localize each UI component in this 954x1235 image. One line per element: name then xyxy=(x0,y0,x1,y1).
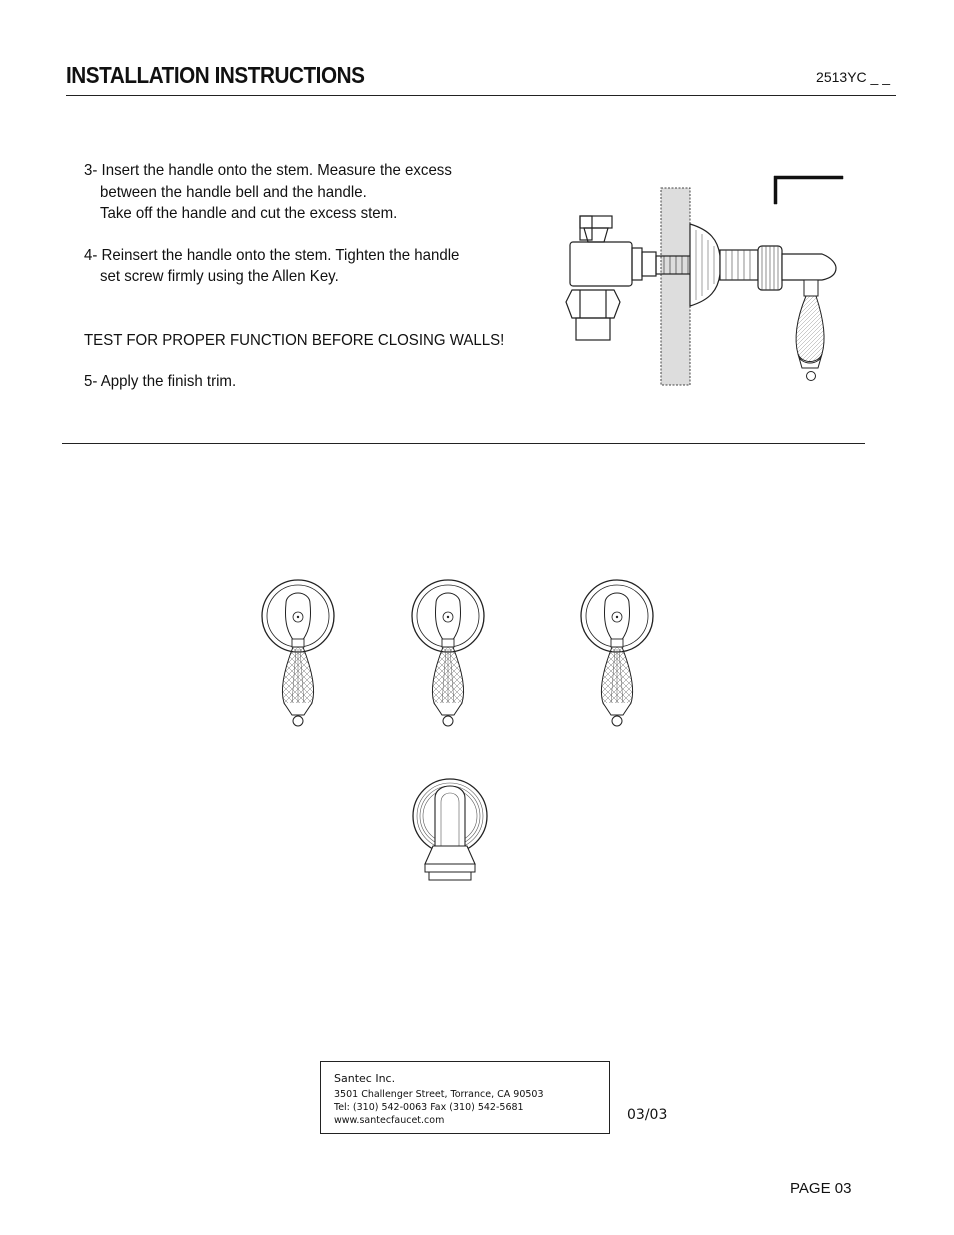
step-3-line-3: Take off the handle and cut the excess s… xyxy=(99,205,398,222)
function-test-warning: TEST FOR PROPER FUNCTION BEFORE CLOSING … xyxy=(84,331,505,349)
model-number: 2513YC _ _ xyxy=(816,69,890,85)
step-4-line-1: 4- Reinsert the handle onto the stem. Ti… xyxy=(84,246,460,264)
page-title: INSTALLATION INSTRUCTIONS xyxy=(66,62,365,88)
handle-left xyxy=(261,579,335,727)
company-name: Santec Inc. xyxy=(334,1072,396,1085)
company-website[interactable]: www.santecfaucet.com xyxy=(334,1115,445,1126)
page-number: PAGE 03 xyxy=(790,1180,852,1197)
step-3-line-1: 3- Insert the handle onto the stem. Meas… xyxy=(84,162,452,179)
step-4: 4- Reinsert the handle onto the stem. Ti… xyxy=(84,245,526,288)
spout-front-view xyxy=(412,778,488,881)
handle-center xyxy=(411,579,485,727)
step-3-line-2: between the handle bell and the handle. xyxy=(99,183,367,201)
handles-front-view xyxy=(261,579,654,727)
valve-side-view-diagram xyxy=(565,175,844,386)
company-info-box: Santec Inc. 3501 Challenger Street, Torr… xyxy=(320,1061,610,1134)
revision-date: 03/03 xyxy=(627,1107,668,1123)
section-divider xyxy=(62,443,865,444)
company-address: 3501 Challenger Street, Torrance, CA 905… xyxy=(334,1089,544,1100)
company-phone: Tel: (310) 542-0063 Fax (310) 542-5681 xyxy=(334,1102,524,1113)
instruction-steps: 3- Insert the handle onto the stem. Meas… xyxy=(84,160,526,393)
step-3: 3- Insert the handle onto the stem. Meas… xyxy=(84,160,526,225)
step-5: 5- Apply the finish trim. xyxy=(84,373,237,390)
step-4-line-2: set screw firmly using the Allen Key. xyxy=(99,268,339,285)
handle-right xyxy=(580,579,654,727)
header-divider xyxy=(66,95,896,96)
